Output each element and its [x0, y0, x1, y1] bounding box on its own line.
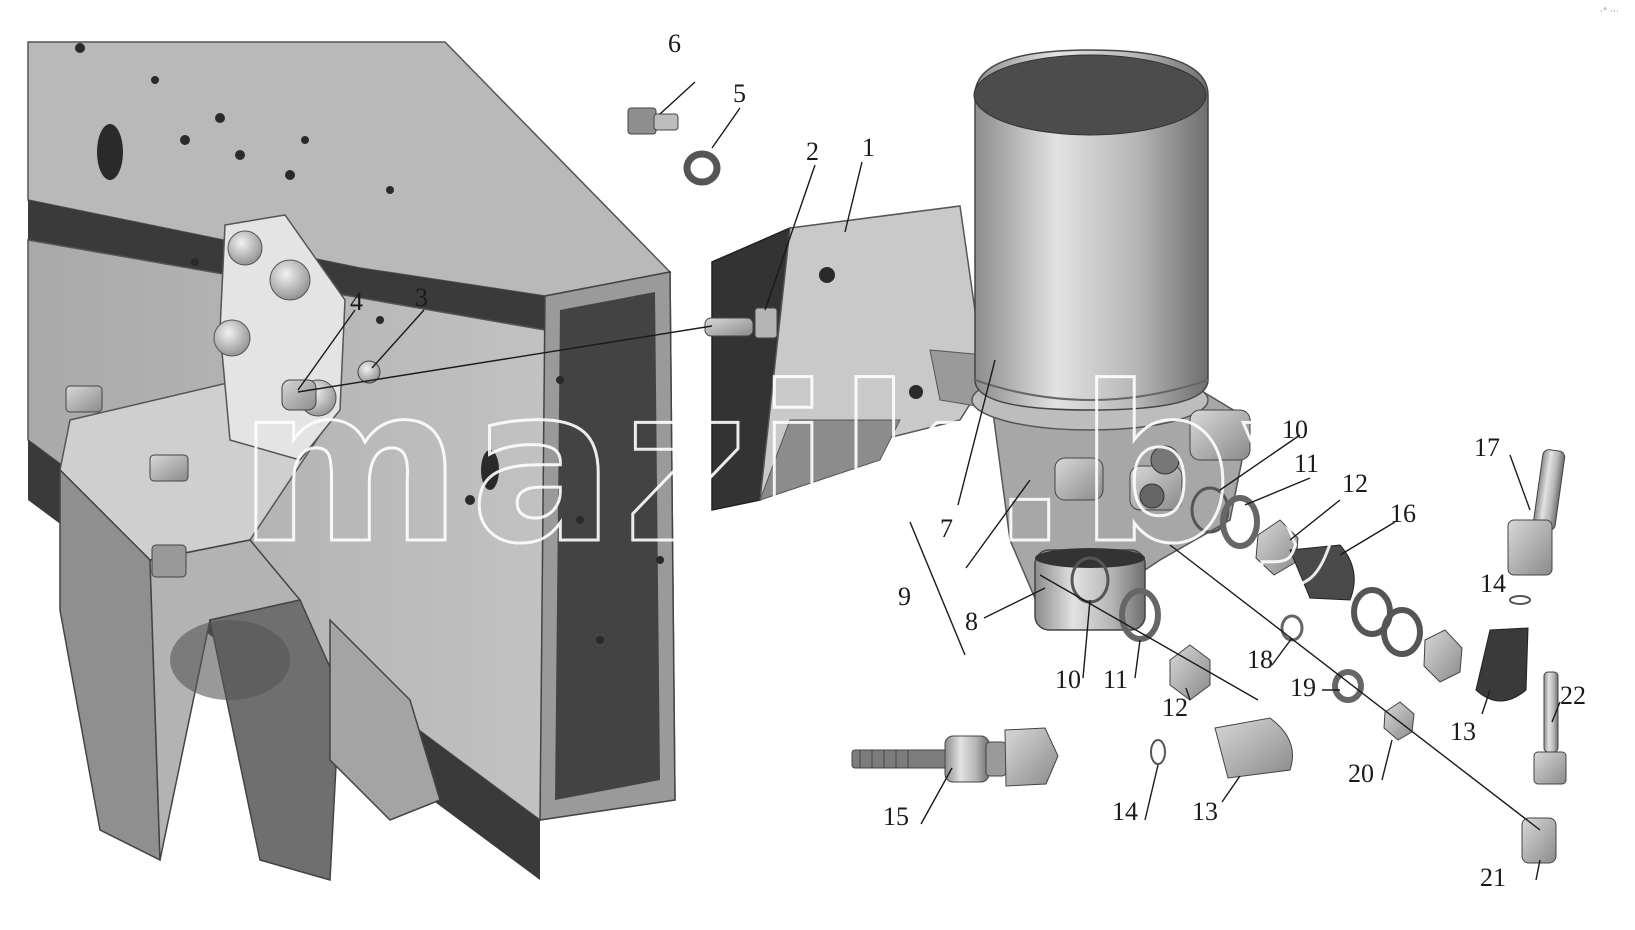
- callout-14-lower: 14: [1112, 797, 1138, 826]
- fitting-17-body: [1507, 519, 1553, 576]
- frame-holes: [75, 43, 664, 644]
- callout-13-right: 13: [1450, 717, 1476, 746]
- mounting-bracket: [704, 205, 1001, 511]
- callout-6: 6: [668, 29, 681, 58]
- elbow-16: [1289, 544, 1355, 601]
- elbow-13-right: [1475, 627, 1529, 702]
- ring-19: [1332, 669, 1364, 703]
- o-ring-14-right: [1509, 595, 1531, 605]
- callout-4: 4: [350, 287, 363, 316]
- callout-12-lower: 12: [1162, 693, 1188, 722]
- ring-18: [1280, 614, 1304, 642]
- callout-15: 15: [883, 802, 909, 831]
- washer-5: [683, 150, 721, 186]
- callout-7: 7: [940, 514, 953, 543]
- callout-14-right: 14: [1480, 569, 1506, 598]
- nut-16c: [1423, 629, 1463, 683]
- nut-12-lower: [1169, 644, 1211, 701]
- callout-20: 20: [1348, 759, 1374, 788]
- ring-11-lower: [1119, 588, 1161, 642]
- bolt-6: [627, 107, 679, 135]
- callout-21: 21: [1480, 863, 1506, 892]
- small-parts: [281, 107, 1567, 864]
- pin-22-head: [1533, 751, 1567, 785]
- callout-17: 17: [1474, 433, 1500, 462]
- corner-mark: ·° ···: [1600, 7, 1619, 17]
- fitting-21: [1521, 817, 1557, 864]
- callout-19: 19: [1290, 673, 1316, 702]
- o-ring-14-lower: [1150, 739, 1166, 765]
- bushing-4: [281, 379, 317, 411]
- ring-16b: [1381, 607, 1423, 657]
- callout-16: 16: [1390, 499, 1416, 528]
- callout-12-upper: 12: [1342, 469, 1368, 498]
- nut-3: [357, 360, 381, 384]
- callout-13-lower: 13: [1192, 797, 1218, 826]
- callout-11-upper: 11: [1294, 449, 1319, 478]
- watermark: mazik.by: [238, 340, 1389, 591]
- callout-3: 3: [415, 283, 428, 312]
- air-dryer: [971, 49, 1251, 631]
- callout-18: 18: [1247, 645, 1273, 674]
- elbow-13-lower: [1214, 717, 1293, 779]
- callout-8: 8: [965, 607, 978, 636]
- spring-bracket: [59, 214, 441, 881]
- callout-1: 1: [862, 133, 875, 162]
- callout-22: 22: [1560, 681, 1586, 710]
- drain-valve-15: [851, 727, 1059, 787]
- fitting-17: [1532, 449, 1566, 531]
- leader-lines: [297, 81, 1561, 881]
- callout-10-lower: 10: [1055, 665, 1081, 694]
- callouts: 1 2 3 4 5 6 7 8 9 10 10 11 11 12 12 13 1…: [350, 29, 1586, 892]
- callout-9: 9: [898, 582, 911, 611]
- callout-2: 2: [806, 137, 819, 166]
- ring-11-upper: [1220, 495, 1260, 549]
- callout-11-lower: 11: [1103, 665, 1128, 694]
- callout-5: 5: [733, 79, 746, 108]
- callout-10-upper: 10: [1282, 415, 1308, 444]
